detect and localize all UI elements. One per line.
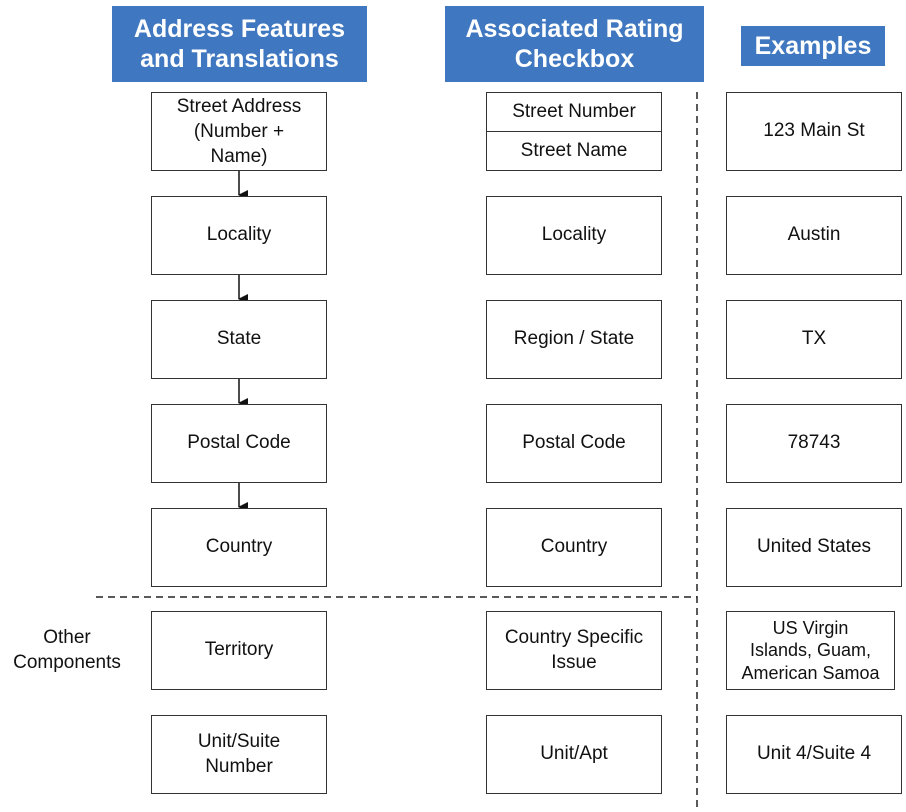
box-postal-code: Postal Code bbox=[151, 404, 327, 483]
header-examples: Examples bbox=[741, 26, 885, 66]
box-territory: Territory bbox=[151, 611, 327, 690]
box-rating-locality: Locality bbox=[486, 196, 662, 275]
box-rating-country: Country bbox=[486, 508, 662, 587]
street-name-cell: Street Name bbox=[487, 131, 661, 170]
box-locality: Locality bbox=[151, 196, 327, 275]
example-country: United States bbox=[726, 508, 902, 587]
box-state: State bbox=[151, 300, 327, 379]
box-unit-apt: Unit/Apt bbox=[486, 715, 662, 794]
other-components-label: Other Components bbox=[13, 627, 121, 673]
example-territory: US Virgin Islands, Guam, American Samoa bbox=[726, 611, 895, 690]
example-locality: Austin bbox=[726, 196, 902, 275]
box-country-specific-issue: Country Specific Issue bbox=[486, 611, 662, 690]
box-street-address: Street Address (Number + Name) bbox=[151, 92, 327, 171]
example-postal: 78743 bbox=[726, 404, 902, 483]
box-region-state: Region / State bbox=[486, 300, 662, 379]
example-street: 123 Main St bbox=[726, 92, 902, 171]
street-number-cell: Street Number bbox=[512, 101, 636, 122]
box-country: Country bbox=[151, 508, 327, 587]
example-state: TX bbox=[726, 300, 902, 379]
box-unit-suite: Unit/Suite Number bbox=[151, 715, 327, 794]
header-address-features: Address Features and Translations bbox=[112, 6, 367, 82]
example-unit: Unit 4/Suite 4 bbox=[726, 715, 902, 794]
box-rating-postal-code: Postal Code bbox=[486, 404, 662, 483]
box-street-number-name: Street Number Street Name bbox=[486, 92, 662, 171]
header-associated-rating: Associated Rating Checkbox bbox=[445, 6, 704, 82]
